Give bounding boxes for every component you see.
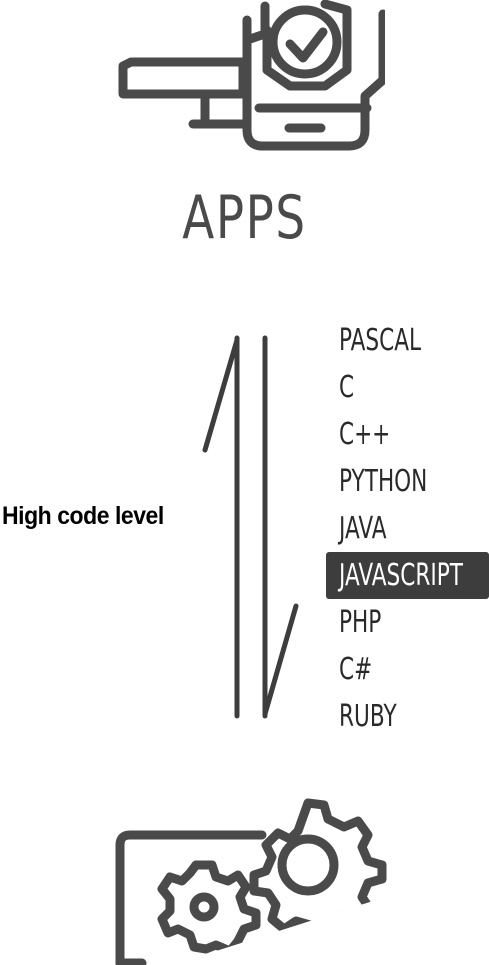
language-list: PASCAL C C++ PYTHON JAVA JAVASCRIPT PHP … — [326, 317, 489, 740]
high-code-level-label: High code level — [2, 502, 164, 530]
list-item-php: PHP — [339, 605, 382, 640]
list-item-pascal: PASCAL — [339, 323, 422, 358]
list-item-cpp: C++ — [339, 417, 391, 452]
list-item-ruby: RUBY — [339, 699, 397, 734]
apps-title: APPS — [182, 183, 307, 253]
list-item-csharp: C# — [339, 652, 373, 687]
list-item-python: PYTHON — [339, 464, 428, 499]
list-item-javascript: JAVASCRIPT — [326, 552, 489, 599]
list-item-java: JAVA — [339, 511, 387, 546]
desktop-mobile-check-icon — [118, 0, 385, 151]
gears-icon — [115, 798, 392, 965]
list-item-c: C — [339, 370, 355, 405]
up-down-arrows-icon — [202, 335, 299, 719]
